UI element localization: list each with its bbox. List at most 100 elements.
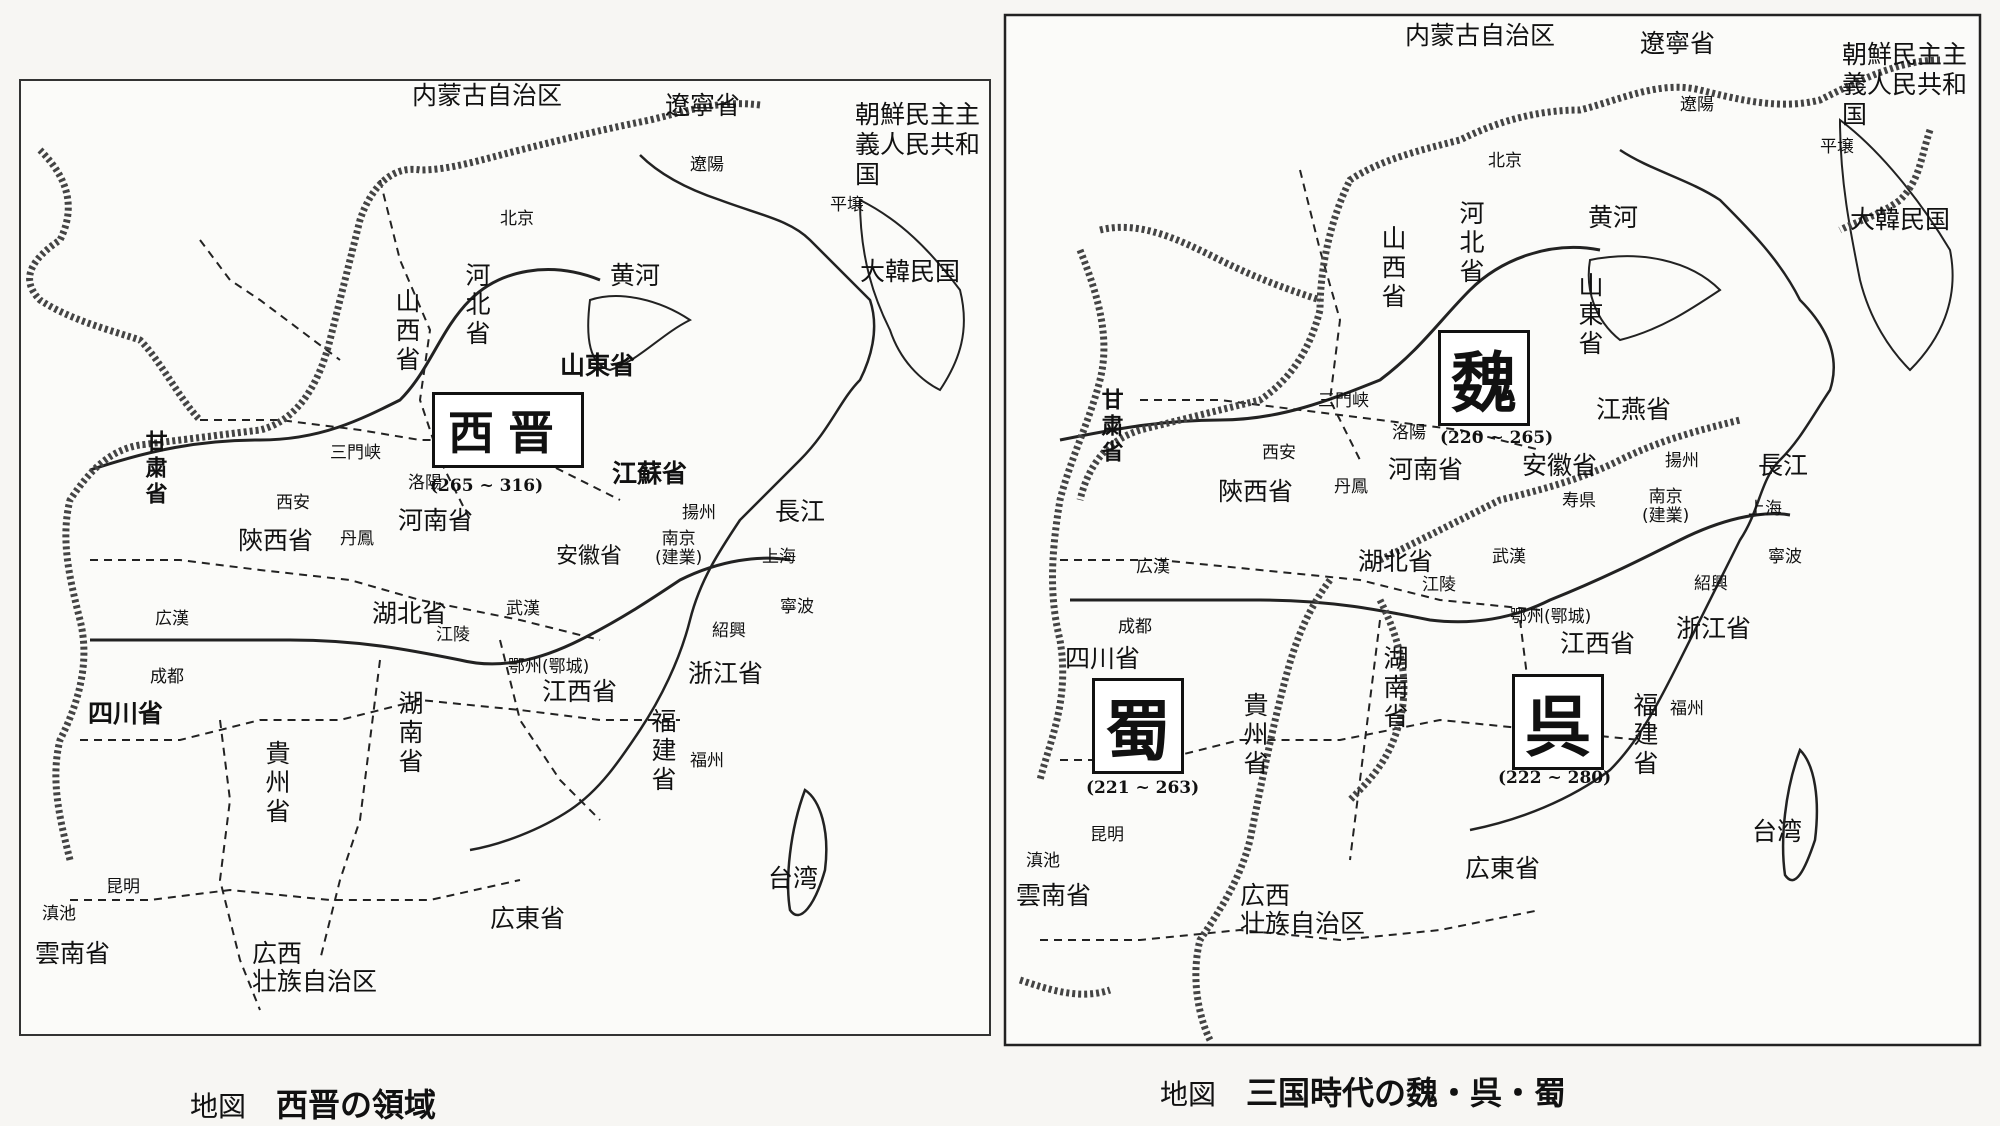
left-city-wuhan: 武漢 xyxy=(506,599,540,619)
left-region-anhui: 安徽省 xyxy=(556,544,623,569)
right-region-rok: 大韓民国 xyxy=(1850,205,1951,234)
right-region-hebei: 河北省 xyxy=(1456,200,1485,287)
left-region-guangxi: 広西 壮族自治区 xyxy=(252,939,378,996)
right-state-wu-period: (222 ~ 280) xyxy=(1498,768,1612,788)
right-map-caption: 地図三国時代の魏・呉・蜀 xyxy=(1160,1068,1566,1114)
left-yangtze xyxy=(89,556,791,666)
right-state-wei-period: (220 ~ 265) xyxy=(1440,428,1554,448)
left-city-sanmenxia: 三門峡 xyxy=(330,443,381,463)
left-city-luoyang: 洛陽 xyxy=(408,473,442,493)
right-caption-title: 三国時代の魏・呉・蜀 xyxy=(1246,1074,1567,1112)
right-region-guangdong: 広東省 xyxy=(1465,854,1541,883)
right-city-fengxiang: 丹鳳 xyxy=(1334,477,1368,497)
left-city-shanghai: 上海 xyxy=(762,547,796,567)
left-dynasty-border xyxy=(26,100,761,861)
left-region-dprk: 朝鮮民主主義人民共和国 xyxy=(855,100,981,189)
right-region-jiangsu: 江燕省 xyxy=(1596,395,1672,424)
right-region-yangtze: 長江 xyxy=(1758,451,1809,480)
left-region-jiangsu: 江蘇省 xyxy=(612,459,688,488)
right-city-shanghai: 上海 xyxy=(1748,499,1782,519)
right-city-sanmenxia: 三門峡 xyxy=(1318,391,1369,411)
left-taiwan xyxy=(786,788,828,917)
right-region-henan: 河南省 xyxy=(1388,455,1464,484)
left-region-shandong: 山東省 xyxy=(560,351,636,380)
right-region-hubei: 湖北省 xyxy=(1358,547,1434,576)
left-region-yunnan: 雲南省 xyxy=(35,939,111,968)
right-city-ezhou: 鄂州(鄂城) xyxy=(1510,607,1592,627)
right-region-gansu: 甘粛省 xyxy=(1097,388,1124,466)
right-city-shaoxing: 紹興 xyxy=(1694,574,1728,594)
left-region-fujian: 福建省 xyxy=(648,708,677,795)
right-region-inner-mongolia: 内蒙古自治区 xyxy=(1405,21,1556,50)
right-region-hunan: 湖南省 xyxy=(1380,645,1409,732)
left-yellow-river xyxy=(89,268,601,472)
right-city-pyongyang: 平壌 xyxy=(1820,137,1854,157)
right-state-shu-period: (221 ~ 263) xyxy=(1086,778,1200,798)
left-city-chengdu: 成都 xyxy=(150,667,184,687)
left-city-yangzhou: 揚州 xyxy=(682,503,716,523)
right-region-yunnan: 雲南省 xyxy=(1016,881,1092,910)
left-region-hubei: 湖北省 xyxy=(372,599,448,628)
left-region-rok: 大韓民国 xyxy=(860,257,961,286)
right-state-wu-box: 呉 xyxy=(1512,674,1604,770)
left-region-hebei: 河北省 xyxy=(462,262,491,349)
right-region-shaanxi: 陝西省 xyxy=(1218,477,1294,506)
left-city-ezhou: 鄂州(鄂城) xyxy=(508,657,590,677)
right-city-nanjing: 南京 (建業) xyxy=(1642,487,1690,527)
right-yellow-river xyxy=(1059,245,1601,442)
left-region-shaanxi: 陝西省 xyxy=(238,526,314,555)
right-yangtze xyxy=(1069,512,1791,624)
left-region-gansu: 甘粛省 xyxy=(141,430,168,508)
left-region-yangtze: 長江 xyxy=(775,497,826,526)
left-city-xian: 西安 xyxy=(276,493,310,513)
left-city-shaoxing: 紹興 xyxy=(712,621,746,641)
right-city-guanghan: 広漢 xyxy=(1136,557,1170,577)
left-region-guizhou: 貴州省 xyxy=(262,740,291,827)
right-city-jiangling: 江陵 xyxy=(1422,575,1456,595)
right-kingdom-borders xyxy=(1018,56,1941,1042)
left-city-guanghan: 広漢 xyxy=(155,609,189,629)
left-map-caption: 地図西晋の領域 xyxy=(190,1080,436,1126)
right-city-kunming: 昆明 xyxy=(1090,825,1124,845)
right-city-wuhan: 武漢 xyxy=(1492,547,1526,567)
left-map-frame xyxy=(19,79,991,1036)
right-region-dprk: 朝鮮民主主義人民共和国 xyxy=(1842,40,1968,129)
right-region-zhejiang: 浙江省 xyxy=(1676,614,1752,643)
left-city-pyongyang: 平壌 xyxy=(830,195,864,215)
left-city-fuzhou: 福州 xyxy=(690,751,724,771)
right-coastline xyxy=(1469,148,1835,832)
right-region-sichuan: 四川省 xyxy=(1065,644,1141,673)
left-region-liaoning: 遼寧省 xyxy=(665,91,741,120)
left-city-nanjing: 南京 (建業) xyxy=(655,529,703,569)
left-map-lines xyxy=(70,154,965,1011)
right-city-dianchi: 滇池 xyxy=(1026,851,1060,871)
right-state-wei-box: 魏 xyxy=(1438,330,1530,426)
left-region-yellow-river: 黄河 xyxy=(610,261,661,290)
right-city-shouxian: 寿県 xyxy=(1562,491,1596,511)
right-caption-prefix: 地図 xyxy=(1160,1078,1217,1111)
left-region-jiangxi: 江西省 xyxy=(542,677,618,706)
left-region-guangdong: 広東省 xyxy=(490,904,566,933)
right-city-chengdu: 成都 xyxy=(1118,617,1152,637)
left-region-hunan: 湖南省 xyxy=(395,690,424,777)
right-city-liaoyang: 遼陽 xyxy=(1680,95,1714,115)
left-caption-title: 西晋の領域 xyxy=(276,1086,437,1124)
left-region-henan: 河南省 xyxy=(398,506,474,535)
right-city-fuzhou: 福州 xyxy=(1670,699,1704,719)
right-taiwan xyxy=(1781,747,1819,882)
left-region-sichuan: 四川省 xyxy=(88,699,164,728)
left-city-fengxiang: 丹鳳 xyxy=(340,529,374,549)
right-region-anhui: 安徽省 xyxy=(1522,451,1598,480)
right-region-guizhou: 貴州省 xyxy=(1240,692,1269,779)
left-city-liaoyang: 遼陽 xyxy=(690,155,724,175)
left-city-beijing: 北京 xyxy=(500,209,534,229)
left-city-jiangling: 江陵 xyxy=(436,625,470,645)
left-city-dianchi: 滇池 xyxy=(42,904,76,924)
left-region-inner-mongolia: 内蒙古自治区 xyxy=(412,81,563,110)
right-region-taiwan: 台湾 xyxy=(1752,817,1803,846)
right-region-liaoning: 遼寧省 xyxy=(1640,29,1716,58)
left-region-shanxi: 山西省 xyxy=(392,288,421,375)
left-shandong-peninsula xyxy=(587,295,692,372)
left-city-kunming: 昆明 xyxy=(106,877,140,897)
right-region-yellow-river: 黄河 xyxy=(1588,203,1639,232)
